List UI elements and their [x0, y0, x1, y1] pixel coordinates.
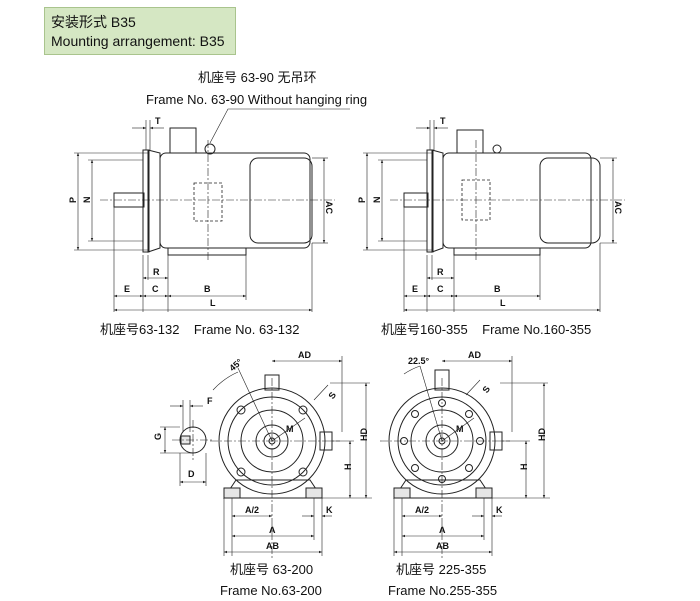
dim-A-right: A: [439, 525, 446, 535]
note-leader: [209, 108, 350, 144]
dim-A2-right: A/2: [415, 505, 429, 515]
dim-R-left: R: [153, 267, 160, 277]
dim-D: D: [188, 469, 195, 479]
dim-N-right: N: [372, 197, 382, 204]
dim-H-left: H: [343, 464, 353, 471]
dim-B-left: B: [204, 284, 211, 294]
dim-K-left: K: [326, 505, 333, 515]
dim-G: G: [153, 433, 163, 440]
dim-S-right: S: [480, 384, 492, 395]
shaft-key-detail: [160, 400, 214, 486]
end-view-left: [210, 356, 372, 558]
dim-P-right: P: [357, 197, 367, 203]
dim-M-right: M: [456, 424, 464, 434]
dim-T-right: T: [440, 116, 446, 126]
dim-AD-right: AD: [468, 350, 481, 360]
caption-side-right: 机座号160-355 Frame No.160-355: [381, 322, 591, 337]
dim-E-left: E: [124, 284, 130, 294]
dim-AB-right: AB: [436, 541, 449, 551]
dim-R-right: R: [437, 267, 444, 277]
dim-C-left: C: [152, 284, 159, 294]
dim-HD-right: HD: [537, 428, 547, 441]
side-view-left: [74, 120, 335, 312]
dim-L-left: L: [210, 298, 216, 308]
dim-L-right: L: [500, 298, 506, 308]
dim-S-left: S: [326, 390, 338, 401]
dim-AD-left: AD: [298, 350, 311, 360]
caption-side-left: 机座号63-132 Frame No. 63-132: [100, 322, 299, 337]
dim-AC-left: AC: [324, 201, 334, 214]
title-box: 安装形式 B35 Mounting arrangement: B35: [44, 7, 236, 55]
dim-K-right: K: [496, 505, 503, 515]
dim-M-left: M: [286, 424, 294, 434]
end-view-right: [380, 356, 550, 558]
dim-C-right: C: [437, 284, 444, 294]
caption-end-right-cn: 机座号 225-355: [396, 562, 486, 577]
caption-end-left-en: Frame No.63-200: [220, 583, 322, 598]
dim-E-right: E: [412, 284, 418, 294]
angle-left: 45°: [227, 357, 244, 374]
dim-AB-left: AB: [266, 541, 279, 551]
dim-F: F: [207, 396, 213, 406]
title-en: Mounting arrangement: B35: [51, 33, 225, 49]
dim-H-right: H: [519, 464, 529, 471]
side-view-right: [363, 120, 625, 312]
dim-HD-left: HD: [359, 428, 369, 441]
dim-A2-left: A/2: [245, 505, 259, 515]
title-cn: 安装形式 B35: [51, 14, 136, 30]
dim-A-left: A: [269, 525, 276, 535]
dim-B-right: B: [494, 284, 501, 294]
note-cn: 机座号 63-90 无吊环: [198, 70, 316, 85]
caption-end-left-cn: 机座号 63-200: [230, 562, 313, 577]
caption-end-right-en: Frame No.255-355: [388, 583, 497, 598]
note-en: Frame No. 63-90 Without hanging ring: [146, 92, 367, 107]
dim-P-left: P: [68, 197, 78, 203]
dim-T-left: T: [155, 116, 161, 126]
dim-N-left: N: [82, 197, 92, 204]
angle-right: 22.5°: [408, 356, 430, 366]
dim-AC-right: AC: [613, 201, 623, 214]
